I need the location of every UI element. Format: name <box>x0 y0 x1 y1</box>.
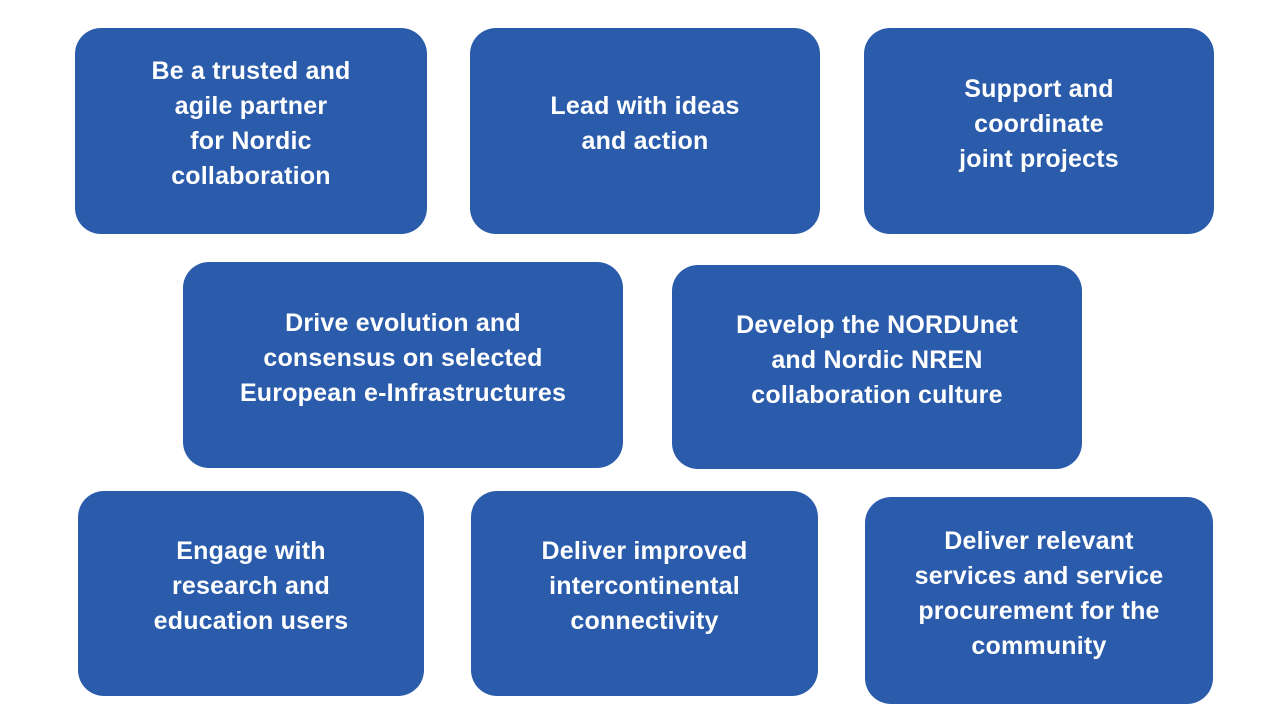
goal-box-text: Support and coordinate joint projects <box>959 74 1119 173</box>
goal-box-text: Drive evolution and consensus on selecte… <box>239 308 567 407</box>
goal-box-text: Engage with research and education users <box>153 537 349 635</box>
goal-box-lead-ideas-action: Lead with ideas and action <box>470 28 820 234</box>
goal-box-engage-users: Engage with research and education users <box>78 491 424 696</box>
goal-box-deliver-connectivity: Deliver improved intercontinental connec… <box>471 491 818 696</box>
goal-box-trusted-partner: Be a trusted and agile partner for Nordi… <box>75 28 427 234</box>
goal-box-develop-collaboration: Develop the NORDUnet and Nordic NREN col… <box>672 265 1082 469</box>
goal-box-drive-evolution: Drive evolution and consensus on selecte… <box>183 262 623 468</box>
goal-box-text: Deliver relevant services and service pr… <box>914 526 1164 660</box>
goal-box-text: Lead with ideas and action <box>550 92 740 155</box>
goal-box-deliver-services: Deliver relevant services and service pr… <box>865 497 1213 704</box>
goal-box-text: Deliver improved intercontinental connec… <box>541 537 748 635</box>
goal-box-text: Be a trusted and agile partner for Nordi… <box>151 57 351 190</box>
goal-box-support-joint-projects: Support and coordinate joint projects <box>864 28 1214 234</box>
goal-box-text: Develop the NORDUnet and Nordic NREN col… <box>736 310 1018 409</box>
